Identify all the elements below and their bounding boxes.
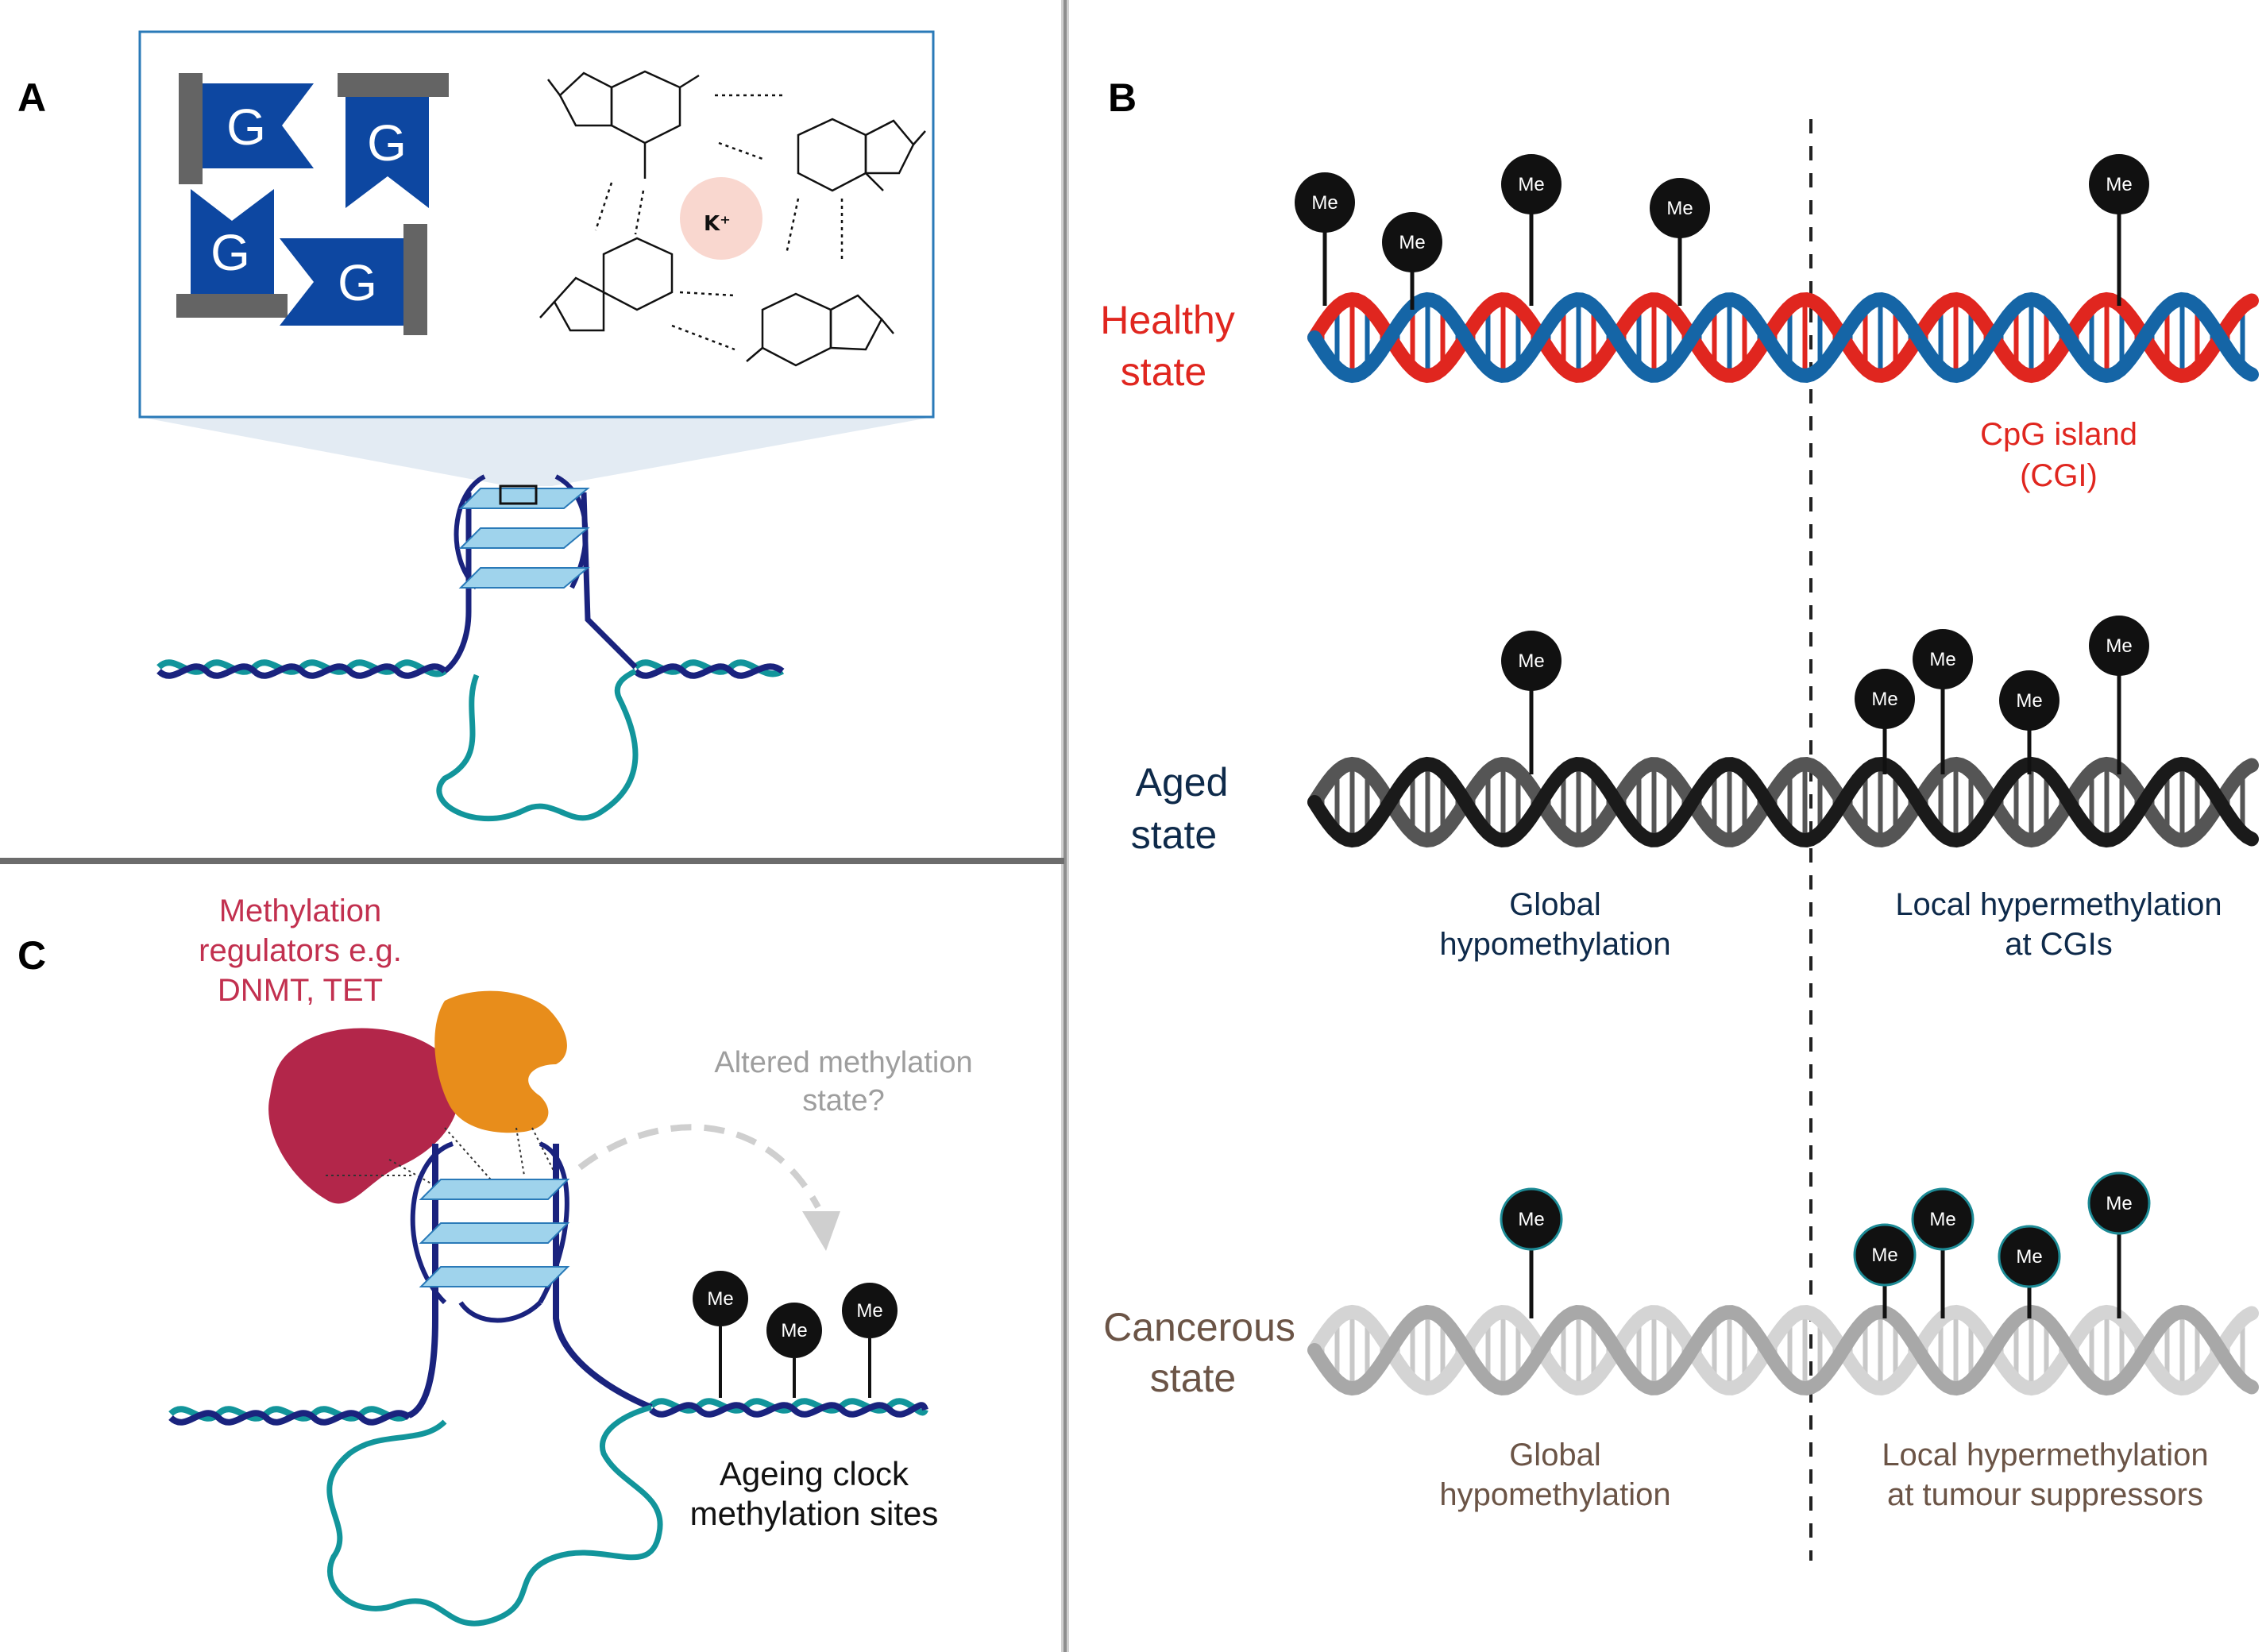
aged-me-4 xyxy=(1999,670,2059,731)
g-quartet-chemical-structure xyxy=(539,70,926,367)
clock-me-sites: Me Me Me xyxy=(693,1271,898,1398)
g-letter-4: G xyxy=(338,254,377,311)
aged-methyl-groups: Me Me Me Me Me xyxy=(1501,616,2149,774)
cancer-me-3 xyxy=(1911,1187,1975,1251)
aged-me-3-label: Me xyxy=(1929,649,1955,670)
healthy-me-2 xyxy=(1382,212,1442,272)
g-letter-1: G xyxy=(226,98,266,156)
g-letter-2: G xyxy=(367,114,407,172)
tet-protein xyxy=(434,990,567,1133)
aged-me-2 xyxy=(1855,669,1915,729)
dna-strand-back xyxy=(1307,291,2259,384)
healthy-me-5-label: Me xyxy=(2106,174,2132,195)
cancer-me-2-label: Me xyxy=(1871,1245,1897,1266)
cpg-island-line-1: CpG island xyxy=(1980,417,2137,452)
aged-me-3 xyxy=(1913,629,1973,689)
g-block-2 xyxy=(345,97,429,208)
altered-line-2: state? xyxy=(802,1084,885,1117)
altered-arrow xyxy=(577,1124,821,1209)
healthy-me-4-label: Me xyxy=(1666,198,1693,219)
dna-strand-front xyxy=(1307,756,2259,848)
panel-a-inset: G G G G xyxy=(138,30,935,486)
cancer-label-2: state xyxy=(1150,1356,1236,1400)
cancer-me-4-label: Me xyxy=(2016,1246,2042,1268)
regulators-line-1: Methylation xyxy=(219,894,382,928)
cpg-island-line-2: (CGI) xyxy=(2020,458,2098,493)
altered-arrow-head xyxy=(802,1211,840,1251)
clock-me-2-label: Me xyxy=(781,1320,807,1341)
clock-line-2: methylation sites xyxy=(690,1495,939,1532)
aged-me-2-label: Me xyxy=(1871,689,1897,710)
cancer-right-line-1: Local hypermethylation xyxy=(1882,1438,2208,1473)
healthy-me-4 xyxy=(1650,178,1710,238)
k-ion-glow xyxy=(680,177,762,260)
g-letter-3: G xyxy=(210,224,250,281)
clock-me-3 xyxy=(842,1283,898,1338)
g-tetrad-cartoon: G G G G xyxy=(176,73,449,335)
aged-label-1: Aged xyxy=(1136,760,1229,805)
healthy-me-1-label: Me xyxy=(1311,192,1338,214)
dna-strand-back xyxy=(1307,756,2259,848)
dna-strand-front xyxy=(1307,291,2259,384)
aged-dna-helix xyxy=(1307,756,2259,848)
dna-strand-back xyxy=(1307,1304,2259,1396)
aged-me-5 xyxy=(2089,616,2149,676)
cancer-me-5-label: Me xyxy=(2106,1193,2132,1214)
g-block-4 xyxy=(280,238,403,326)
panel-a-g-quadruplex xyxy=(156,474,785,821)
aged-me-4-label: Me xyxy=(2016,690,2042,712)
aged-left-line-1: Global xyxy=(1509,887,1601,922)
panel-a-letter: A xyxy=(17,75,46,120)
cancer-me-1 xyxy=(1500,1187,1563,1251)
aged-me-1-label: Me xyxy=(1518,650,1544,672)
clock-me-1-label: Me xyxy=(707,1288,733,1310)
dna-strand-front xyxy=(1307,1304,2259,1396)
cancer-methyl-groups: Me Me Me Me Me xyxy=(1500,1171,2151,1318)
cancer-left-line-1: Global xyxy=(1509,1438,1601,1473)
cancer-label-1: Cancerous xyxy=(1103,1305,1295,1349)
clock-me-1 xyxy=(693,1271,748,1326)
healthy-me-5 xyxy=(2089,154,2149,214)
healthy-methyl-groups: Me Me Me Me Me xyxy=(1295,154,2149,310)
aged-me-5-label: Me xyxy=(2106,635,2132,657)
zoom-wedge xyxy=(140,417,933,486)
healthy-me-3 xyxy=(1501,154,1561,214)
cancer-left-line-2: hypomethylation xyxy=(1439,1477,1670,1512)
aged-label-2: state xyxy=(1131,812,1217,857)
aged-right-line-1: Local hypermethylation xyxy=(1895,887,2222,922)
cancer-me-1-label: Me xyxy=(1518,1209,1544,1230)
horizontal-divider xyxy=(0,858,1064,864)
panel-b-letter: B xyxy=(1108,75,1137,120)
g-block-3 xyxy=(191,189,274,294)
aged-left-line-2: hypomethylation xyxy=(1439,927,1670,962)
cancer-me-2 xyxy=(1853,1223,1917,1287)
cancer-me-4 xyxy=(1998,1225,2061,1288)
k-ion-label: K⁺ xyxy=(704,212,731,236)
healthy-dna-helix xyxy=(1307,291,2259,384)
healthy-me-1 xyxy=(1295,172,1355,233)
cancer-me-3-label: Me xyxy=(1929,1209,1955,1230)
aged-me-1 xyxy=(1501,631,1561,691)
aged-right-line-2: at CGIs xyxy=(2005,927,2113,962)
healthy-label-1: Healthy xyxy=(1100,298,1235,342)
cancer-me-5 xyxy=(2087,1171,2151,1235)
regulators-line-2: regulators e.g. xyxy=(199,933,402,968)
panel-c-letter: C xyxy=(17,933,46,978)
cancer-dna-helix xyxy=(1307,1304,2259,1396)
healthy-label-2: state xyxy=(1121,349,1206,394)
panel-c-g-quadruplex xyxy=(168,1141,928,1627)
cancer-right-line-2: at tumour suppressors xyxy=(1887,1477,2203,1512)
vertical-divider-core xyxy=(1064,0,1067,1652)
regulators-line-3: DNMT, TET xyxy=(218,973,383,1008)
healthy-me-2-label: Me xyxy=(1399,232,1425,253)
clock-me-3-label: Me xyxy=(856,1300,882,1322)
clock-line-1: Ageing clock xyxy=(720,1455,909,1492)
healthy-me-3-label: Me xyxy=(1518,174,1544,195)
altered-line-1: Altered methylation xyxy=(714,1046,972,1079)
dnmt-protein xyxy=(268,1028,459,1204)
g-block-1 xyxy=(203,83,314,168)
clock-me-2 xyxy=(766,1303,822,1358)
